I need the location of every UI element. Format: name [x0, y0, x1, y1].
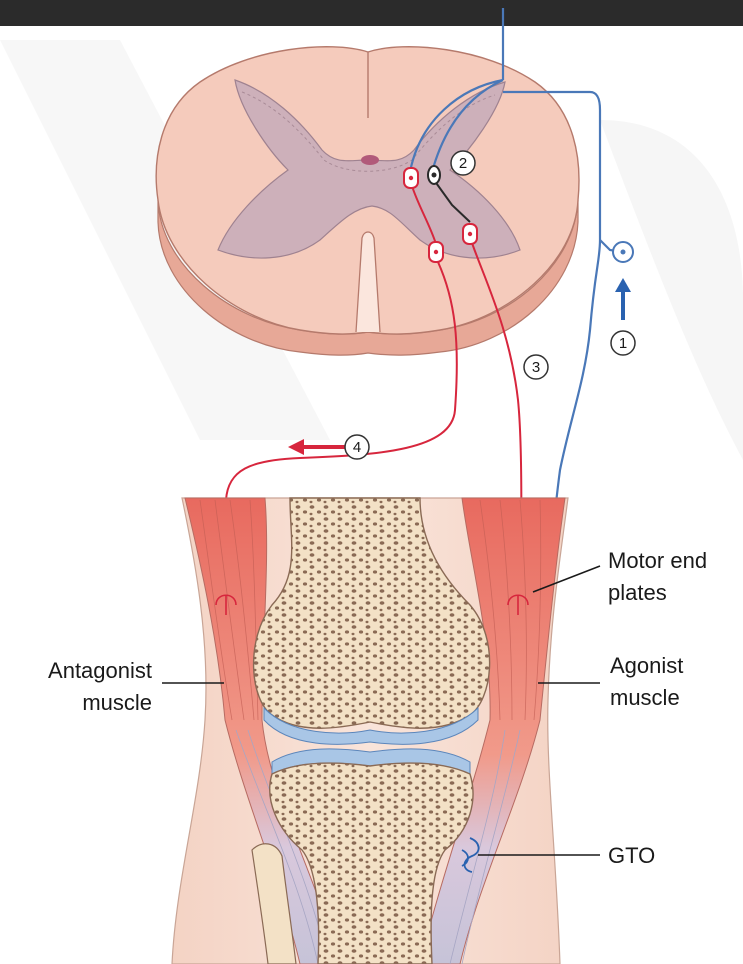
header-bar [0, 0, 743, 26]
label-agonist-2: muscle [610, 685, 680, 710]
marker-4: 4 [345, 435, 369, 459]
marker-1: 1 [611, 331, 635, 355]
svg-text:2: 2 [459, 155, 467, 172]
marker-3: 3 [524, 355, 548, 379]
label-antagonist-1: Antagonist [48, 658, 152, 683]
marker-2: 2 [451, 151, 475, 175]
afferent-direction-arrow [615, 278, 631, 320]
inhibition-arrow [288, 439, 345, 455]
label-antagonist-2: muscle [82, 690, 152, 715]
label-gto: GTO [608, 843, 655, 868]
knee-joint [172, 498, 568, 964]
svg-text:1: 1 [619, 335, 627, 352]
label-motor-end-plates-1: Motor end [608, 548, 707, 573]
svg-text:3: 3 [532, 359, 540, 376]
label-motor-end-plates-2: plates [608, 580, 667, 605]
svg-text:4: 4 [353, 439, 361, 456]
label-agonist-1: Agonist [610, 653, 683, 678]
